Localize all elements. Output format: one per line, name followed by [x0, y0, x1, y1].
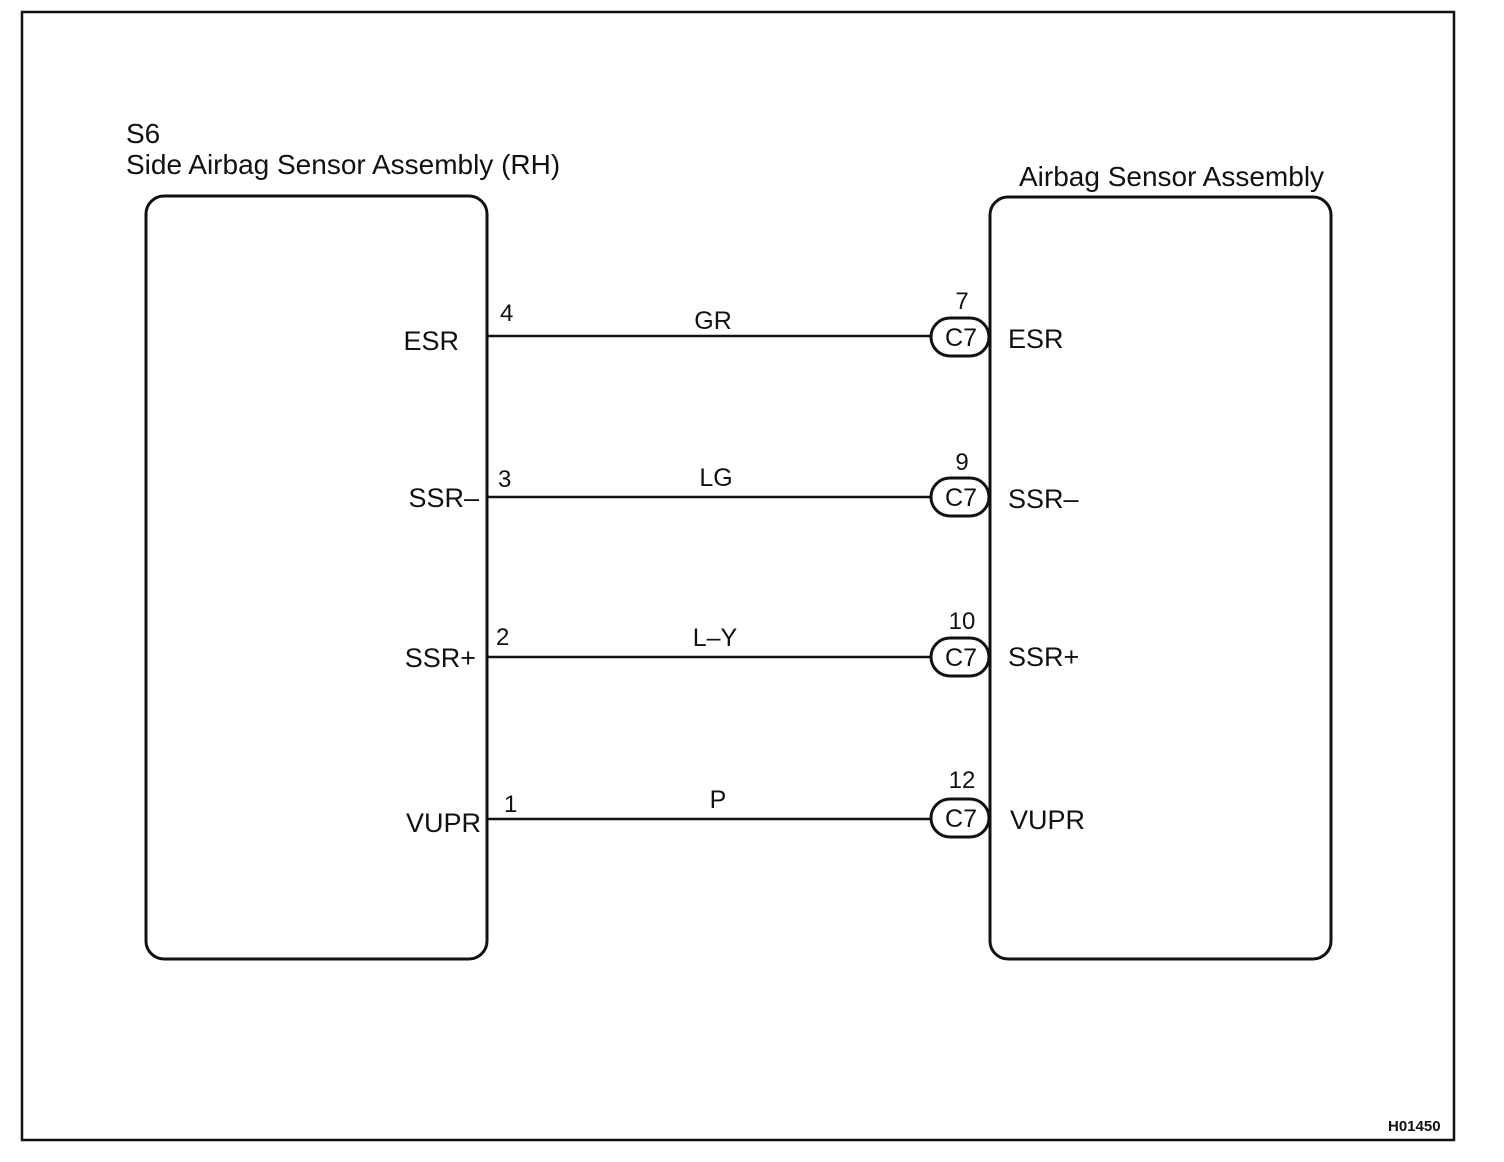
- left-signal-label: VUPR: [406, 808, 481, 838]
- left-pin-number: 1: [504, 791, 517, 818]
- connector-badge: [929, 476, 991, 518]
- right-pin-number: 9: [955, 449, 968, 476]
- right-pin-number: 10: [949, 608, 976, 635]
- connector-label: C7: [945, 644, 977, 672]
- connection-row: SSR+ 2 L–Y 10 C7 SSR+: [405, 608, 1079, 678]
- left-component-box: [144, 194, 489, 961]
- wire-color-label: P: [710, 786, 727, 814]
- left-pin-number: 2: [496, 624, 509, 651]
- right-component-box: [988, 195, 1333, 961]
- left-pin-number: 4: [500, 300, 513, 327]
- left-pin-number: 3: [498, 466, 511, 493]
- connector-label: C7: [945, 805, 977, 833]
- diagram-frame: [20, 10, 1456, 1142]
- connection-row: SSR– 3 LG 9 C7 SSR–: [408, 449, 1079, 518]
- connection-row: ESR 4 GR 7 C7 ESR: [403, 288, 1064, 358]
- right-signal-label: SSR–: [1008, 484, 1079, 514]
- connector-label: C7: [945, 324, 977, 352]
- reference-code: H01450: [1388, 1118, 1441, 1135]
- left-signal-label: SSR–: [408, 483, 479, 513]
- left-component-name: Side Airbag Sensor Assembly (RH): [126, 149, 560, 180]
- left-signal-label: SSR+: [405, 643, 476, 673]
- connector-badge: [929, 797, 991, 839]
- right-signal-label: VUPR: [1010, 805, 1085, 835]
- connection-row: VUPR 1 P 12 C7 VUPR: [406, 767, 1085, 839]
- right-component-name: Airbag Sensor Assembly: [1019, 161, 1324, 192]
- connector-label: C7: [945, 484, 977, 512]
- right-signal-label: ESR: [1008, 324, 1064, 354]
- wire-color-label: L–Y: [693, 624, 738, 652]
- connector-badge: [929, 636, 991, 678]
- left-signal-label: ESR: [403, 326, 459, 356]
- right-signal-label: SSR+: [1008, 642, 1079, 672]
- left-component-code: S6: [126, 118, 160, 149]
- wire-color-label: LG: [699, 464, 732, 492]
- right-pin-number: 12: [949, 767, 976, 794]
- connector-badge: [929, 316, 991, 358]
- right-pin-number: 7: [955, 288, 968, 315]
- wire-color-label: GR: [694, 307, 732, 335]
